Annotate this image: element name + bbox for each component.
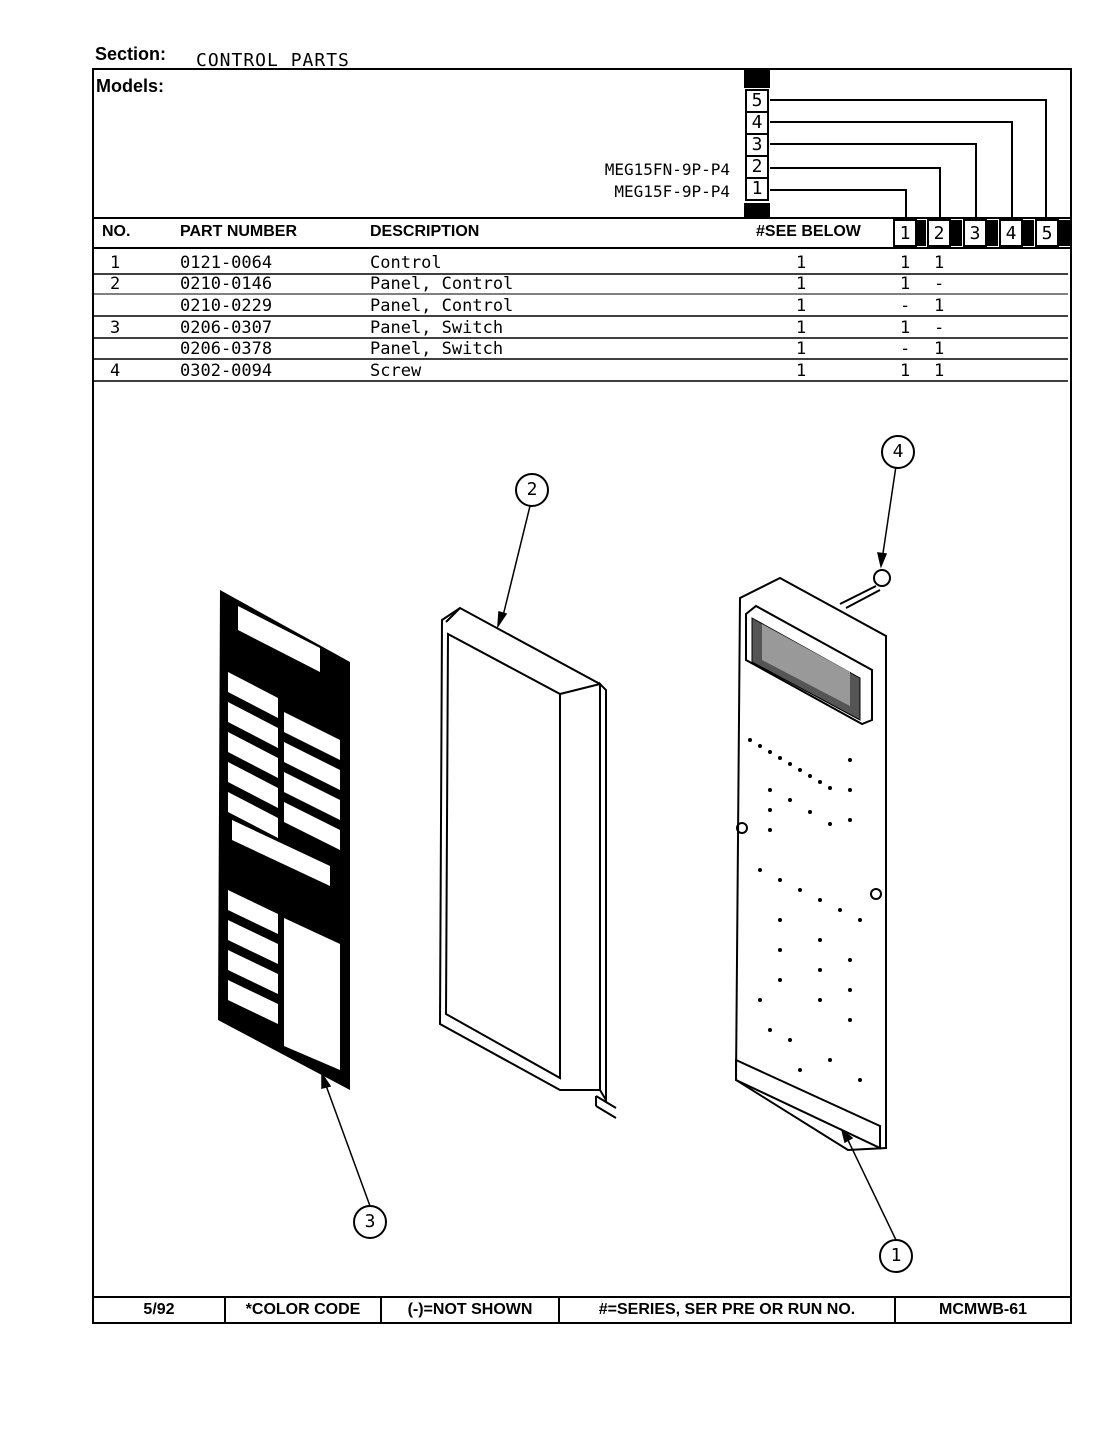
table-row-desc: Screw bbox=[370, 361, 422, 381]
footer-series: #=SERIES, SER PRE OR RUN NO. bbox=[598, 1301, 856, 1318]
callout-circle-1 bbox=[879, 1239, 913, 1273]
footer-color-code: *COLOR CODE bbox=[245, 1301, 361, 1318]
table-row-model-1: - bbox=[900, 339, 911, 359]
callout-circle-2 bbox=[515, 473, 549, 507]
header-model-3: 3 bbox=[969, 223, 981, 244]
screw-illustration bbox=[839, 569, 891, 609]
footer-not-shown: (-)=NOT SHOWN bbox=[407, 1301, 533, 1318]
table-row-part: 0121-0064 bbox=[180, 253, 273, 273]
table-row-see-below: 1 bbox=[796, 339, 807, 359]
section-name: CONTROL PARTS bbox=[196, 50, 350, 71]
table-row-part: 0210-0146 bbox=[180, 274, 273, 294]
model-name-1: MEG15F-9P-P4 bbox=[614, 182, 730, 201]
model-number-5: 5 bbox=[751, 90, 763, 111]
footer-bar: 5/92 *COLOR CODE (-)=NOT SHOWN #=SERIES,… bbox=[92, 1296, 1072, 1324]
table-row-model-1: - bbox=[900, 296, 911, 316]
table-row-part: 0302-0094 bbox=[180, 361, 273, 381]
model-number-3: 3 bbox=[751, 134, 763, 155]
header-model-1: 1 bbox=[899, 223, 911, 244]
table-row-no: 1 bbox=[110, 253, 121, 273]
control-panel-illustration bbox=[438, 606, 617, 1119]
callout-circle-4 bbox=[881, 435, 915, 469]
page-frame bbox=[92, 68, 1072, 1324]
control-board-illustration bbox=[734, 576, 887, 1152]
table-row-model-1: 1 bbox=[900, 318, 911, 338]
header-see-below: #SEE BELOW bbox=[756, 223, 861, 240]
table-row-desc: Panel, Control bbox=[370, 274, 514, 294]
table-row-model-2: 1 bbox=[934, 339, 945, 359]
table-row-see-below: 1 bbox=[796, 253, 807, 273]
table-row-model-2: 1 bbox=[934, 253, 945, 273]
table-row-model-2: - bbox=[934, 318, 945, 338]
switch-panel-illustration bbox=[218, 590, 350, 1090]
header-model-5: 5 bbox=[1041, 223, 1053, 244]
model-name-2: MEG15FN-9P-P4 bbox=[604, 160, 730, 179]
table-row-lines bbox=[92, 273, 1068, 382]
table-row-see-below: 1 bbox=[796, 318, 807, 338]
table-row-see-below: 1 bbox=[796, 361, 807, 381]
table-row-see-below: 1 bbox=[796, 296, 807, 316]
table-row-model-1: 1 bbox=[900, 253, 911, 273]
table-row-model-1: 1 bbox=[900, 274, 911, 294]
section-label: Section: bbox=[95, 44, 167, 64]
header-part-number: PART NUMBER bbox=[180, 223, 298, 240]
model-number-1: 1 bbox=[751, 178, 763, 199]
header-description: DESCRIPTION bbox=[370, 223, 480, 240]
table-row-model-2: 1 bbox=[934, 296, 945, 316]
table-row-model-2: - bbox=[934, 274, 945, 294]
model-number-4: 4 bbox=[751, 112, 763, 133]
model-number-2: 2 bbox=[751, 156, 763, 177]
header-no: NO. bbox=[102, 223, 131, 240]
table-row-part: 0206-0307 bbox=[180, 318, 273, 338]
callout-2: 2 bbox=[526, 479, 538, 500]
model-connector-diagram bbox=[92, 70, 1072, 249]
table-row-desc: Panel, Control bbox=[370, 296, 514, 316]
table-row-no: 2 bbox=[110, 274, 121, 294]
table-row-desc: Panel, Switch bbox=[370, 318, 504, 338]
table-row-no: 4 bbox=[110, 361, 121, 381]
table-row-part: 0206-0378 bbox=[180, 339, 273, 359]
table-row-desc: Panel, Switch bbox=[370, 339, 504, 359]
footer-page-code: MCMWB-61 bbox=[939, 1301, 1027, 1318]
callout-circle-3 bbox=[353, 1205, 387, 1239]
table-row-desc: Control bbox=[370, 253, 442, 273]
exploded-parts-diagram bbox=[218, 435, 915, 1273]
table-row-part: 0210-0229 bbox=[180, 296, 273, 316]
callout-4: 4 bbox=[892, 441, 904, 462]
table-row-model-1: 1 bbox=[900, 361, 911, 381]
table-row-no: 3 bbox=[110, 318, 121, 338]
callout-3: 3 bbox=[364, 1211, 376, 1232]
table-row-see-below: 1 bbox=[796, 274, 807, 294]
callout-1: 1 bbox=[890, 1245, 902, 1266]
footer-date: 5/92 bbox=[143, 1301, 175, 1318]
header-model-2: 2 bbox=[933, 223, 945, 244]
header-model-4: 4 bbox=[1005, 223, 1017, 244]
models-label: Models: bbox=[96, 76, 165, 96]
table-row-model-2: 1 bbox=[934, 361, 945, 381]
